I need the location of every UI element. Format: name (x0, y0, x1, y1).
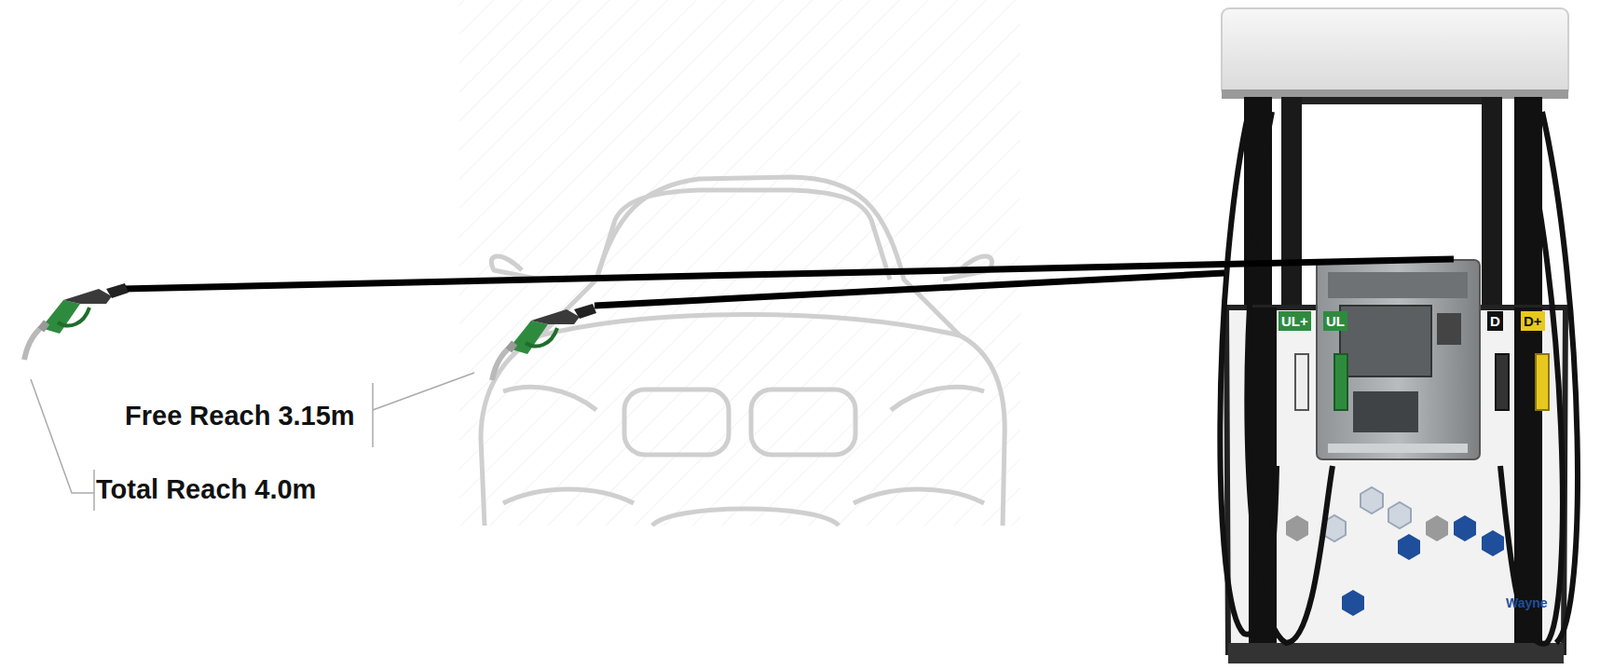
dimension-label: Free Reach 3.15m (124, 402, 356, 430)
dimension-label: Total Reach 4.0m (95, 476, 316, 504)
grade-label: D+ (1520, 311, 1546, 331)
hose (122, 259, 1454, 289)
nozzle (492, 303, 597, 381)
leader-line (30, 372, 475, 511)
hose (594, 273, 1225, 306)
car-outline (480, 177, 1005, 526)
grade-label: UL (1323, 311, 1348, 331)
nozzle (24, 283, 129, 360)
grade-label: D (1487, 311, 1504, 331)
fuel-dispenser (1219, 8, 1578, 664)
grade-label: UL+ (1278, 311, 1312, 331)
brand-label: Wayne (1505, 596, 1548, 610)
